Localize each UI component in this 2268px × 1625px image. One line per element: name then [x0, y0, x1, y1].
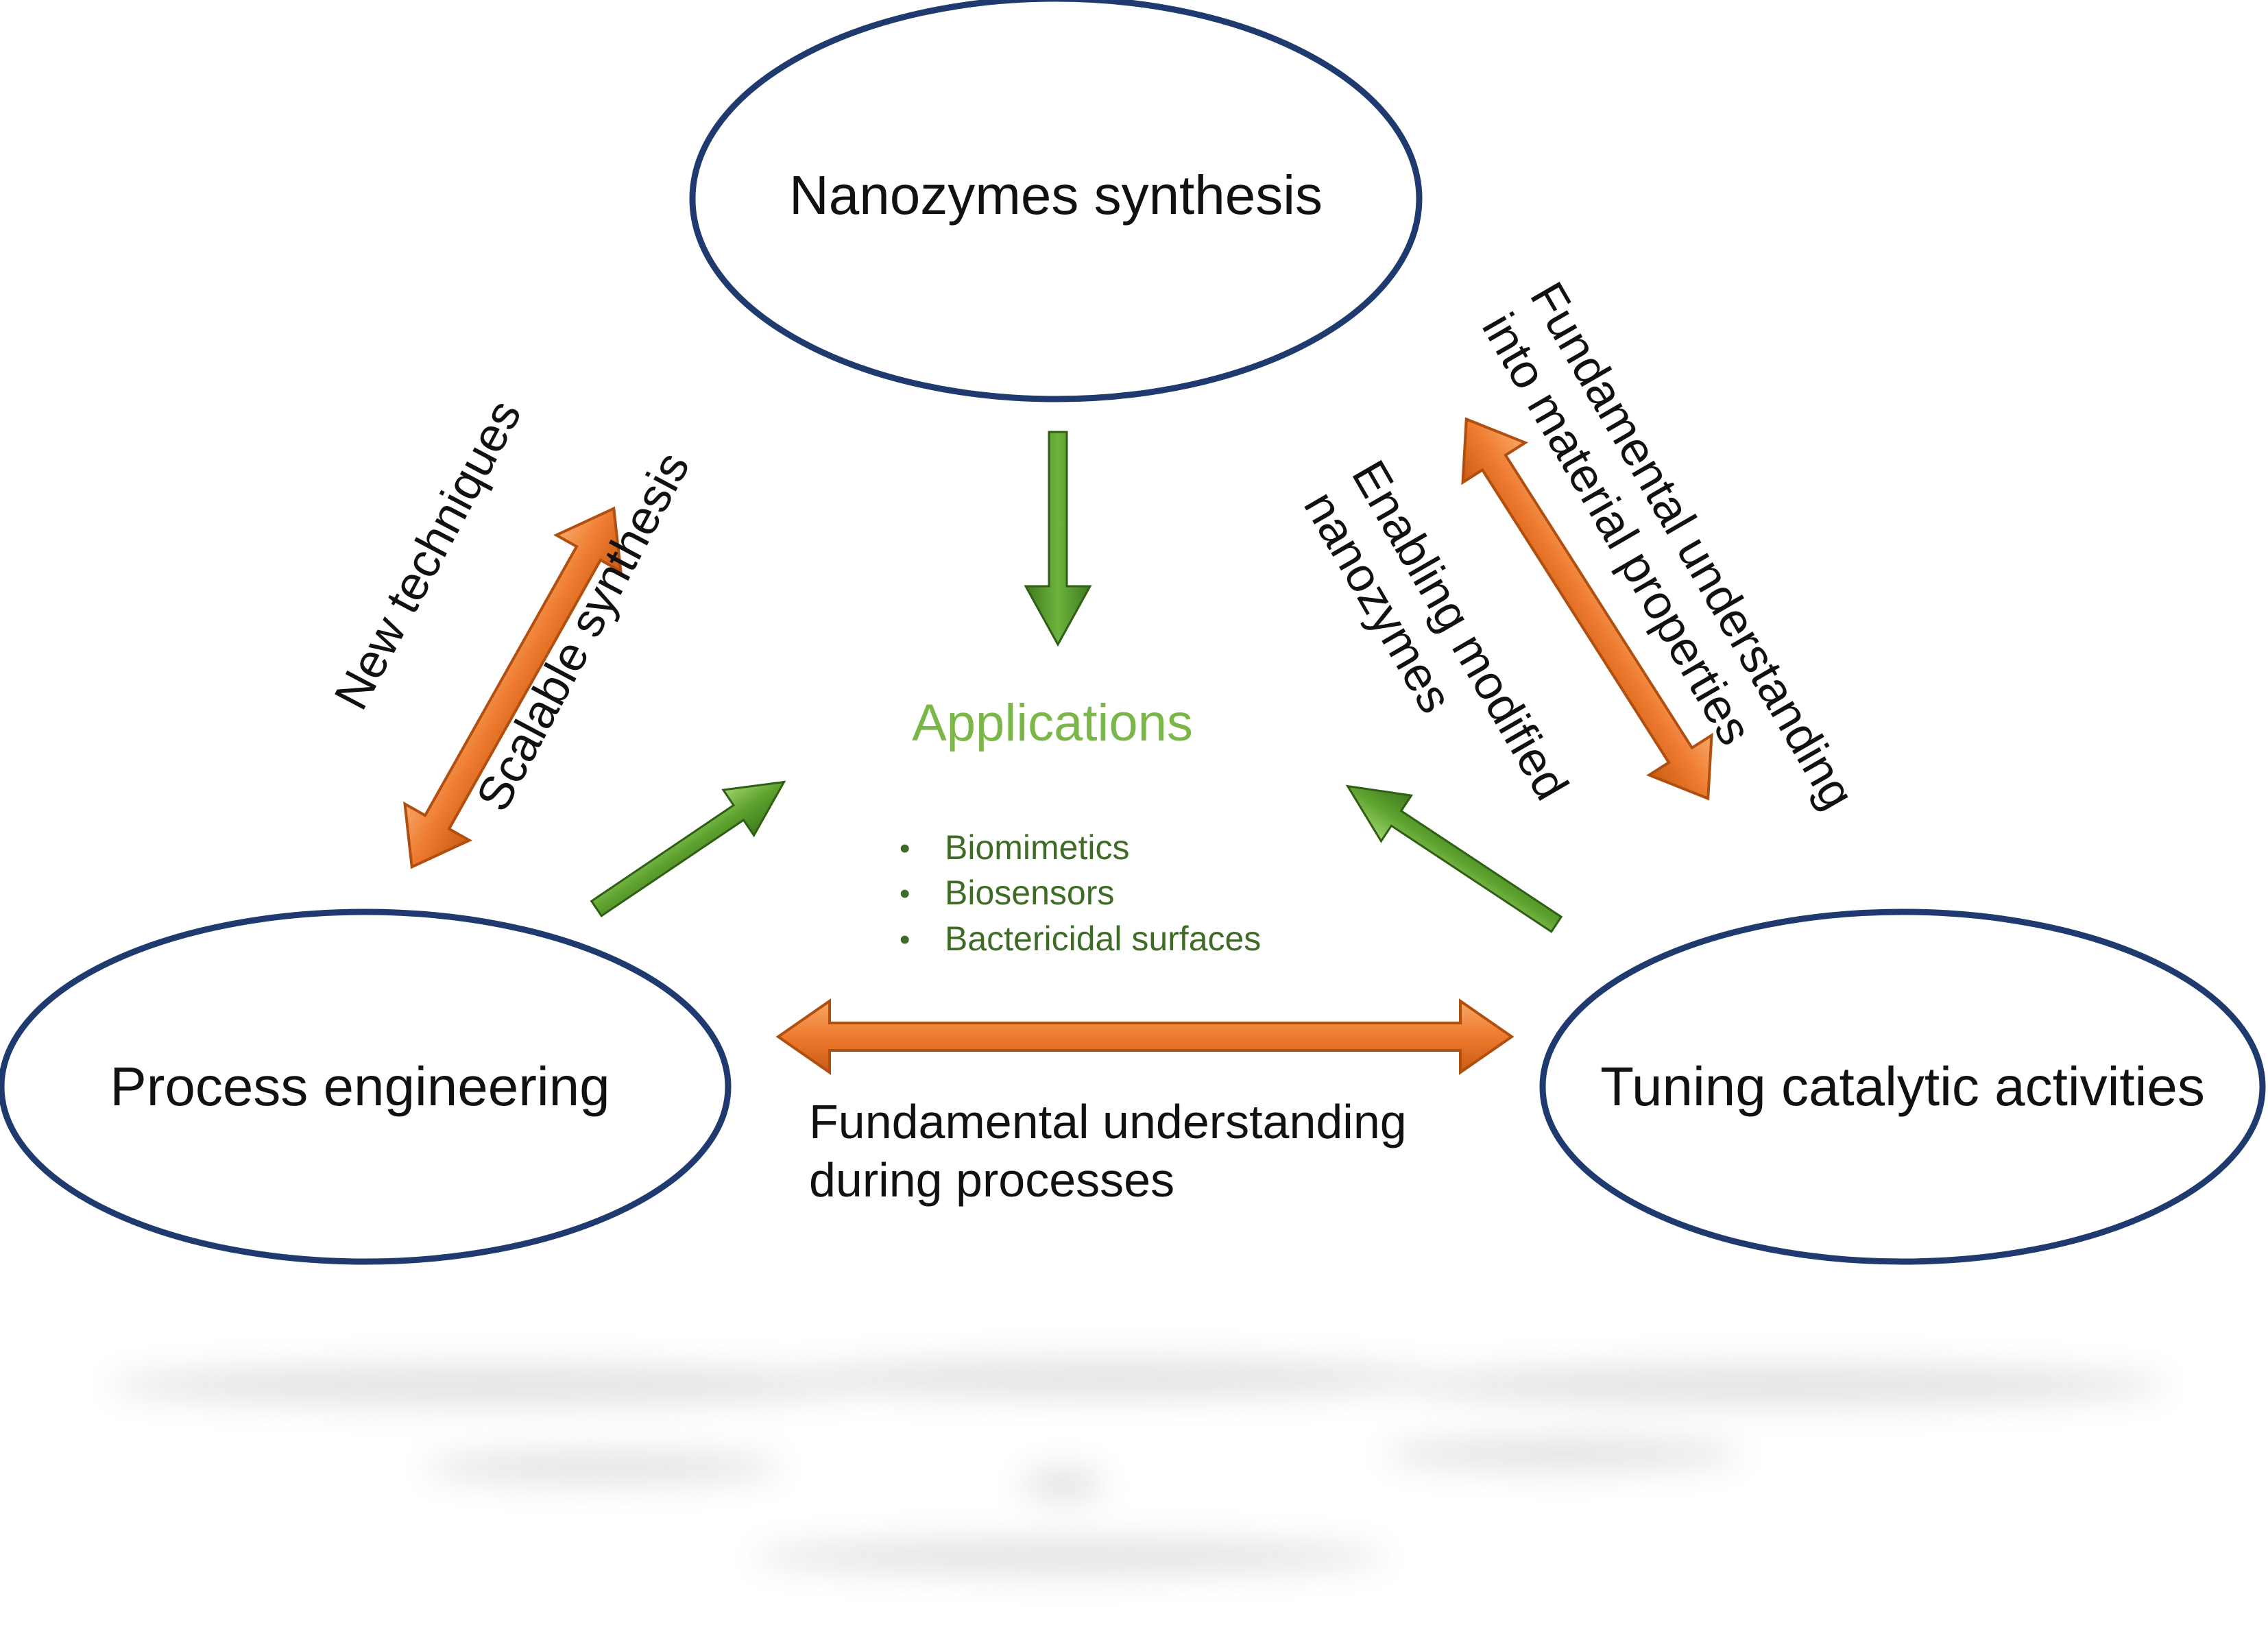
label-fundamental-processes-line1: Fundamental understanding — [809, 1095, 1407, 1148]
arrow-tuning-to-applications — [1345, 784, 1563, 933]
label-fundamental-material-line1: Fundamental understanding — [1520, 274, 1865, 818]
double-arrow-bottom — [775, 998, 1515, 1075]
applications-item: Biosensors — [945, 874, 1114, 912]
ellipse-shape — [1539, 908, 2266, 1265]
label-scalable-synthesis: Scalable synthesis — [466, 444, 699, 820]
reflection-shadow — [110, 1358, 2167, 1576]
label-new-techniques: New techniques — [324, 392, 531, 718]
node-tuning-catalytic-activities: Tuning catalytic activities — [1539, 908, 2266, 1265]
double-arrow-top-left — [403, 506, 623, 869]
label-fundamental-processes-line2: during processes — [809, 1153, 1174, 1207]
double-arrow-top-right — [1461, 417, 1713, 801]
node-label-top: Nanozymes synthesis — [789, 165, 1323, 226]
bullet-icon: • — [900, 923, 910, 956]
ellipse-shape — [689, 0, 1423, 402]
applications-list: • Biomimetics • Biosensors • Bactericida… — [900, 828, 1261, 958]
node-label-left: Process engineering — [110, 1056, 610, 1117]
arrow-synthesis-to-applications — [1024, 431, 1092, 647]
arrow-process-to-applications — [590, 780, 786, 917]
node-nanozymes-synthesis: Nanozymes synthesis — [689, 0, 1423, 402]
applications-title: Applications — [912, 694, 1193, 752]
ellipse-shape — [0, 908, 732, 1265]
applications-item: Bactericidal surfaces — [945, 919, 1261, 958]
node-process-engineering: Process engineering — [0, 908, 732, 1265]
node-label-right: Tuning catalytic activities — [1600, 1056, 2205, 1117]
applications-item: Biomimetics — [945, 828, 1129, 867]
bullet-icon: • — [900, 877, 910, 911]
bullet-icon: • — [900, 832, 910, 865]
